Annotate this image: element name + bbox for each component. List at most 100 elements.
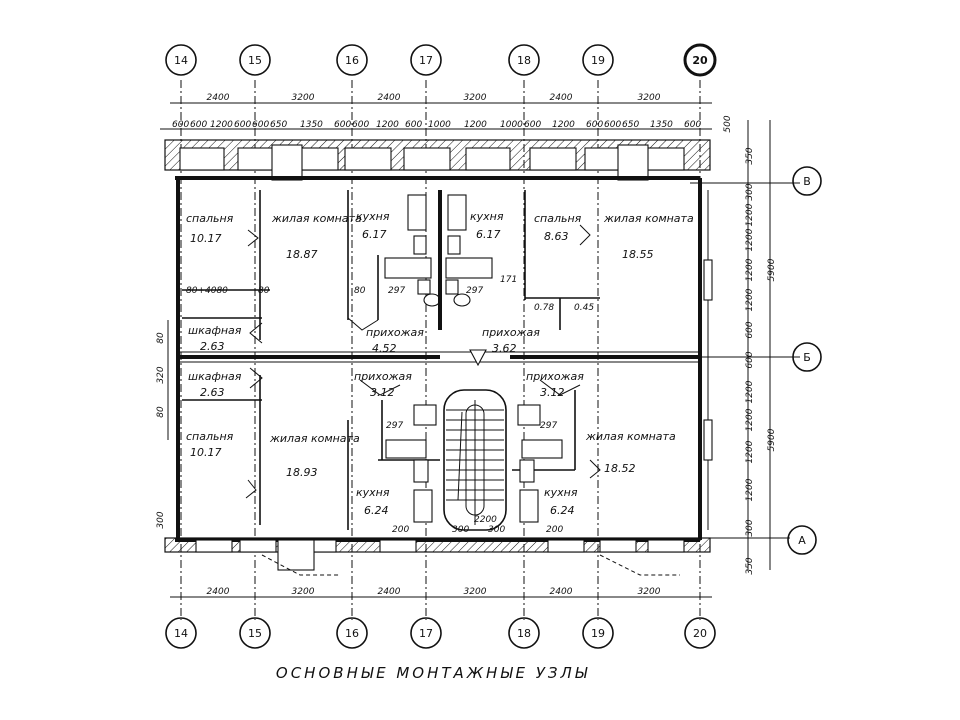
svg-text:3200: 3200	[638, 93, 661, 103]
room-closet1-name: шкафная	[188, 324, 242, 337]
room-closet1-area: 2.63	[200, 340, 225, 353]
svg-text:А: А	[798, 534, 806, 547]
svg-text:2400: 2400	[207, 93, 230, 103]
svg-text:Б: Б	[803, 351, 811, 364]
svg-text:600: 600	[352, 120, 369, 130]
axis-marker-top-20: 20	[683, 43, 717, 77]
room-hall3-name: прихожая	[354, 370, 412, 383]
svg-text:3200: 3200	[638, 587, 661, 597]
svg-text:297: 297	[540, 421, 557, 431]
room-kitchen1-name: кухня	[356, 210, 390, 223]
drawing-caption: ОСНОВНЫЕ МОНТАЖНЫЕ УЗЛЫ	[276, 664, 590, 682]
top-facade-wall	[164, 139, 711, 181]
svg-text:1200: 1200	[745, 258, 755, 281]
room-bedroom1-name: спальня	[186, 212, 234, 225]
svg-text:171: 171	[500, 275, 517, 285]
svg-text:80+4080: 80+4080	[186, 286, 228, 296]
svg-text:1200: 1200	[745, 380, 755, 403]
svg-text:300: 300	[452, 525, 469, 535]
room-living4-area: 18.52	[604, 462, 636, 475]
svg-text:320: 320	[156, 366, 166, 383]
room-kitchen4-area: 6.24	[550, 504, 575, 517]
svg-text:20: 20	[693, 627, 707, 640]
svg-text:600: 600	[684, 120, 701, 130]
svg-text:1200: 1200	[376, 120, 399, 130]
small-notes: 80+4080 80 80 297 297 171 0.78 0.45 297 …	[186, 275, 594, 535]
svg-text:20: 20	[692, 54, 708, 67]
svg-text:300: 300	[745, 183, 755, 200]
svg-text:2400: 2400	[207, 587, 230, 597]
axis-marker-top-15: 15	[239, 44, 271, 76]
axis-marker-top-19: 19	[582, 44, 614, 76]
right-axis-markers: В Б А	[787, 166, 822, 555]
room-kitchen4-name: кухня	[544, 486, 578, 499]
svg-text:1200: 1200	[745, 288, 755, 311]
svg-text:80: 80	[354, 286, 366, 296]
staircase	[443, 349, 507, 531]
svg-text:0.45: 0.45	[574, 303, 594, 313]
room-hall2-area: 3.62	[492, 342, 517, 355]
axis-marker-top-14: 14	[165, 44, 197, 76]
axis-marker-bottom-17: 17	[410, 617, 442, 649]
svg-text:300: 300	[156, 511, 166, 528]
left-dimensions: 80 320 80 300	[156, 320, 169, 529]
interior-partitions	[182, 190, 601, 530]
room-hall3-area: 3.12	[370, 386, 395, 399]
svg-text:18: 18	[517, 54, 531, 67]
svg-text:297: 297	[386, 421, 403, 431]
room-living1-name: жилая комната	[271, 212, 362, 225]
svg-text:1200: 1200	[745, 408, 755, 431]
svg-text:1350: 1350	[300, 120, 323, 130]
room-living2-area: 18.55	[622, 248, 654, 261]
axis-marker-bottom-14: 14	[165, 617, 197, 649]
svg-text:1350: 1350	[650, 120, 673, 130]
room-bedroom3-area: 10.17	[190, 446, 222, 459]
room-bedroom2-name: спальня	[534, 212, 582, 225]
svg-text:350: 350	[745, 557, 755, 574]
right-dimensions: 500 350 300 1200 1200 1200 5900 1200 600…	[703, 115, 777, 575]
room-bedroom3-name: спальня	[186, 430, 234, 443]
room-kitchen3-area: 6.24	[364, 504, 389, 517]
room-bedroom2-area: 8.63	[544, 230, 569, 243]
svg-text:2200: 2200	[474, 515, 497, 525]
svg-text:0.78: 0.78	[534, 303, 554, 313]
room-hall2-name: прихожая	[482, 326, 540, 339]
svg-text:600: 600	[190, 120, 207, 130]
svg-text:3200: 3200	[292, 587, 315, 597]
svg-text:14: 14	[174, 627, 188, 640]
svg-text:200: 200	[546, 525, 563, 535]
svg-text:3200: 3200	[464, 587, 487, 597]
svg-text:80: 80	[156, 332, 166, 344]
top-dimension-main: 2400 3200 2400 3200 2400 3200	[170, 93, 712, 104]
svg-text:14: 14	[174, 54, 188, 67]
room-kitchen2-name: кухня	[470, 210, 504, 223]
svg-text:1200: 1200	[745, 478, 755, 501]
svg-text:200: 200	[392, 525, 409, 535]
svg-text:600: 600	[172, 120, 189, 130]
svg-text:5900: 5900	[767, 428, 777, 451]
svg-text:3200: 3200	[292, 93, 315, 103]
room-hall4-name: прихожая	[526, 370, 584, 383]
axis-marker-right-b: Б	[792, 342, 822, 372]
axis-marker-bottom-18: 18	[508, 617, 540, 649]
axis-marker-top-16: 16	[336, 44, 368, 76]
svg-text:18: 18	[517, 627, 531, 640]
room-kitchen1-area: 6.17	[362, 228, 387, 241]
svg-text:600: 600	[405, 120, 422, 130]
svg-text:650: 650	[622, 120, 639, 130]
svg-text:80: 80	[156, 406, 166, 418]
svg-text:2400: 2400	[378, 93, 401, 103]
svg-text:600: 600	[252, 120, 269, 130]
room-living1-area: 18.87	[286, 248, 318, 261]
svg-text:297: 297	[388, 286, 405, 296]
svg-text:15: 15	[248, 627, 262, 640]
bottom-dimension-main: 2400 3200 2400 3200 2400 3200	[170, 587, 712, 598]
svg-text:1200: 1200	[210, 120, 233, 130]
svg-text:600: 600	[234, 120, 251, 130]
room-living3-name: жилая комната	[269, 432, 360, 445]
svg-text:1200: 1200	[745, 440, 755, 463]
svg-text:3200: 3200	[464, 93, 487, 103]
svg-text:600: 600	[745, 321, 755, 338]
svg-text:300: 300	[488, 525, 505, 535]
